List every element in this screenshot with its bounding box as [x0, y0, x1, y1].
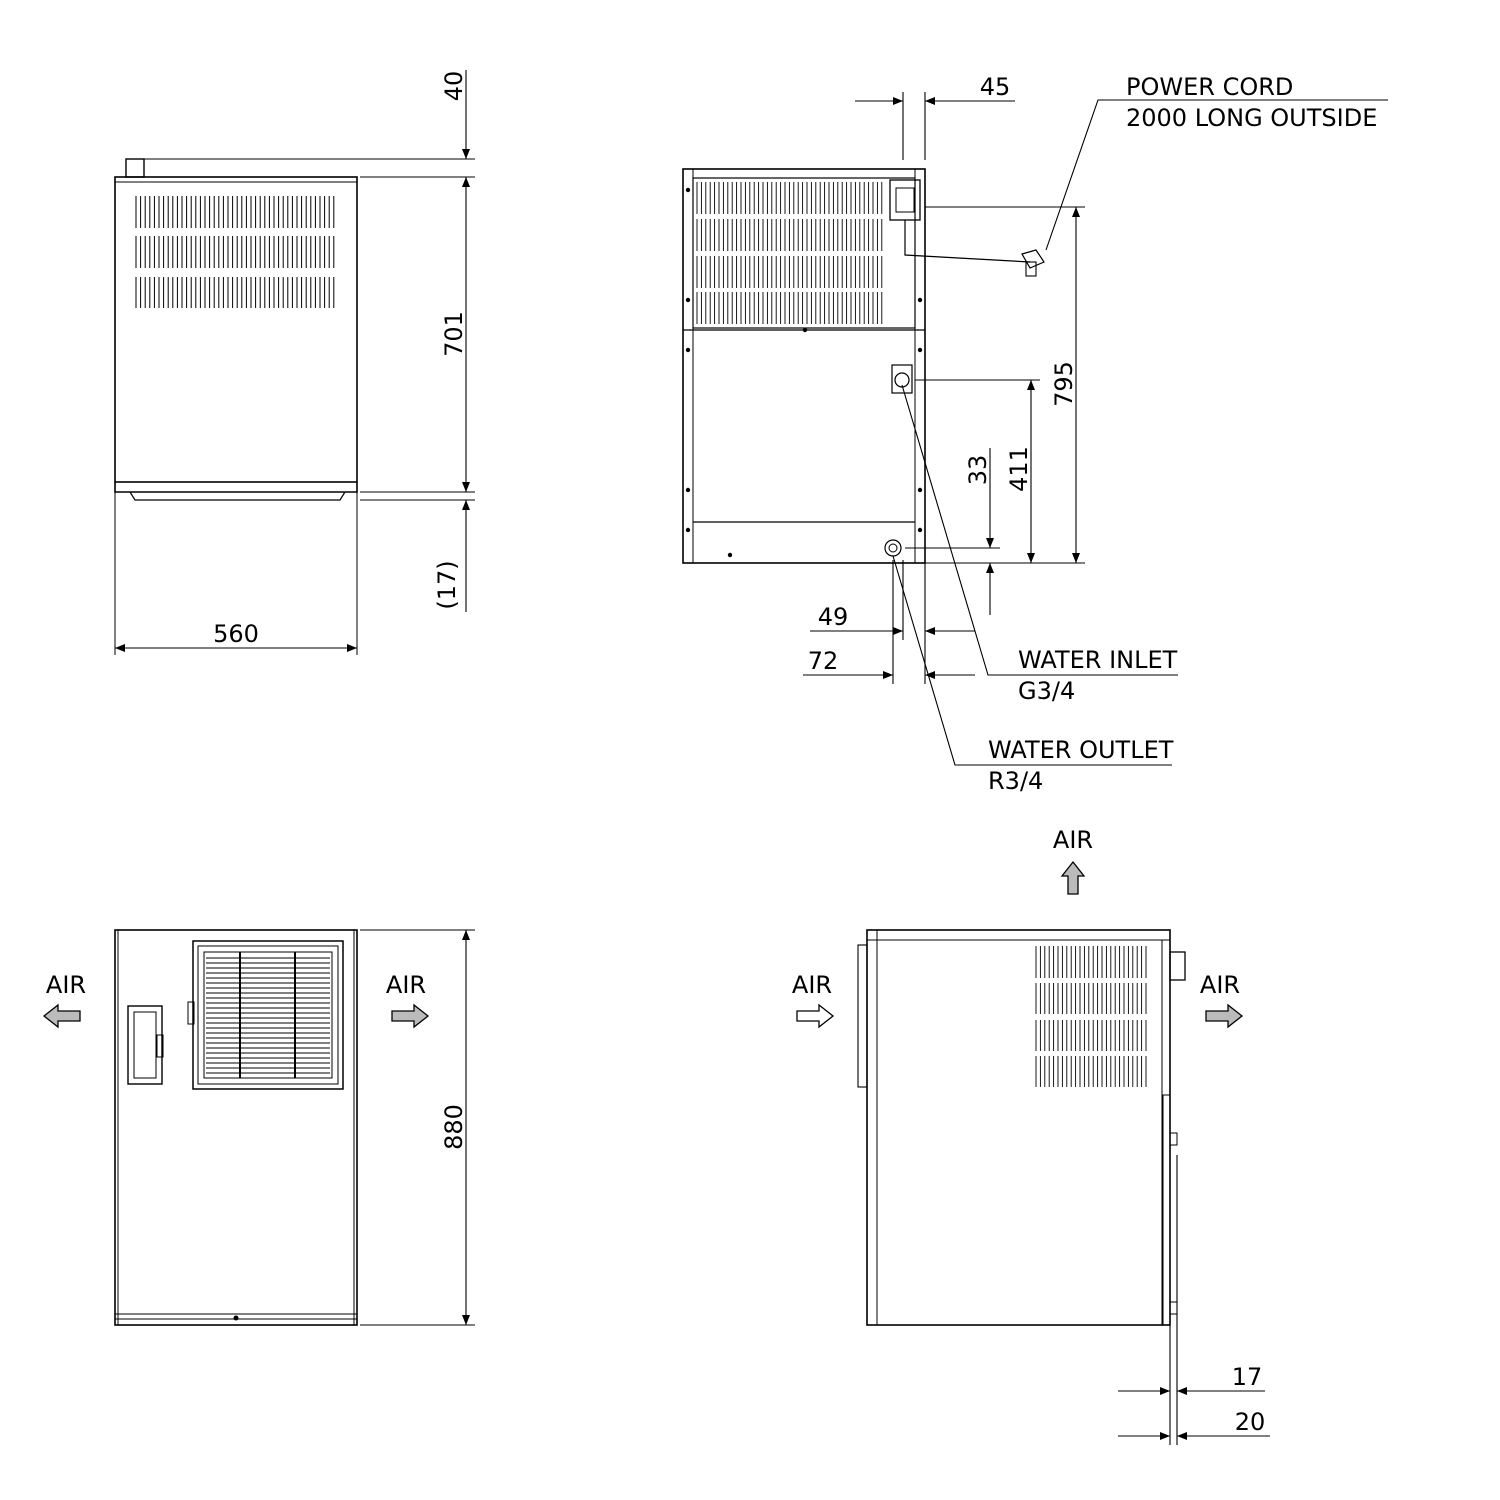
top-view-dimensions — [115, 70, 475, 652]
dim-inlet-offset: 72 — [808, 647, 839, 675]
dim-rear-offset: 45 — [980, 73, 1011, 101]
air-arrow-side-right — [1205, 1003, 1244, 1029]
dim-rear-height: 795 — [1050, 361, 1078, 407]
air-arrow-front-left — [42, 1003, 81, 1029]
dim-width: 560 — [213, 620, 259, 648]
rear-view-dimensions — [803, 92, 1085, 684]
dim-top-margin: 40 — [440, 71, 468, 102]
dim-top-height: 701 — [440, 311, 468, 357]
callout-power-cord-length: 2000 LONG OUTSIDE — [1126, 104, 1377, 132]
front-screw — [233, 1315, 239, 1321]
dim-side-b: 20 — [1235, 1408, 1266, 1436]
dim-front-height: 880 — [440, 1104, 468, 1150]
air-label-front-right: AIR — [386, 971, 426, 999]
dim-outlet-offset: 49 — [818, 603, 849, 631]
air-label-front-left: AIR — [46, 971, 86, 999]
callout-water-outlet: WATER OUTLET — [988, 736, 1174, 764]
callout-water-inlet-thread: G3/4 — [1018, 677, 1075, 705]
air-label-side-right: AIR — [1200, 971, 1240, 999]
callout-power-cord: POWER CORD — [1126, 73, 1293, 101]
rear-view — [682, 168, 1045, 564]
dim-top-base: (17) — [433, 560, 461, 609]
callout-leaders — [892, 99, 1388, 766]
front-fan-grille — [206, 957, 330, 1074]
callout-water-inlet: WATER INLET — [1018, 646, 1178, 674]
dim-outlet-height: 33 — [964, 455, 992, 486]
callout-water-outlet-thread: R3/4 — [988, 767, 1043, 795]
air-arrow-side-top — [1060, 860, 1086, 895]
air-arrow-front-right — [391, 1003, 430, 1029]
side-vent-louvers — [1035, 946, 1147, 1087]
front-view-dimensions — [360, 929, 475, 1326]
front-view — [114, 929, 358, 1326]
air-label-side-top: AIR — [1053, 826, 1093, 854]
top-view — [114, 158, 358, 655]
side-view-dimensions — [1118, 1155, 1270, 1445]
top-vent-louvers — [135, 196, 335, 308]
dim-inlet-height: 411 — [1005, 446, 1033, 492]
side-view — [857, 929, 1186, 1326]
dim-side-a: 17 — [1232, 1363, 1263, 1391]
air-arrow-side-left — [796, 1003, 835, 1029]
condenser-grille — [696, 182, 883, 324]
air-label-side-left: AIR — [792, 971, 832, 999]
rear-view-screws — [685, 187, 923, 558]
